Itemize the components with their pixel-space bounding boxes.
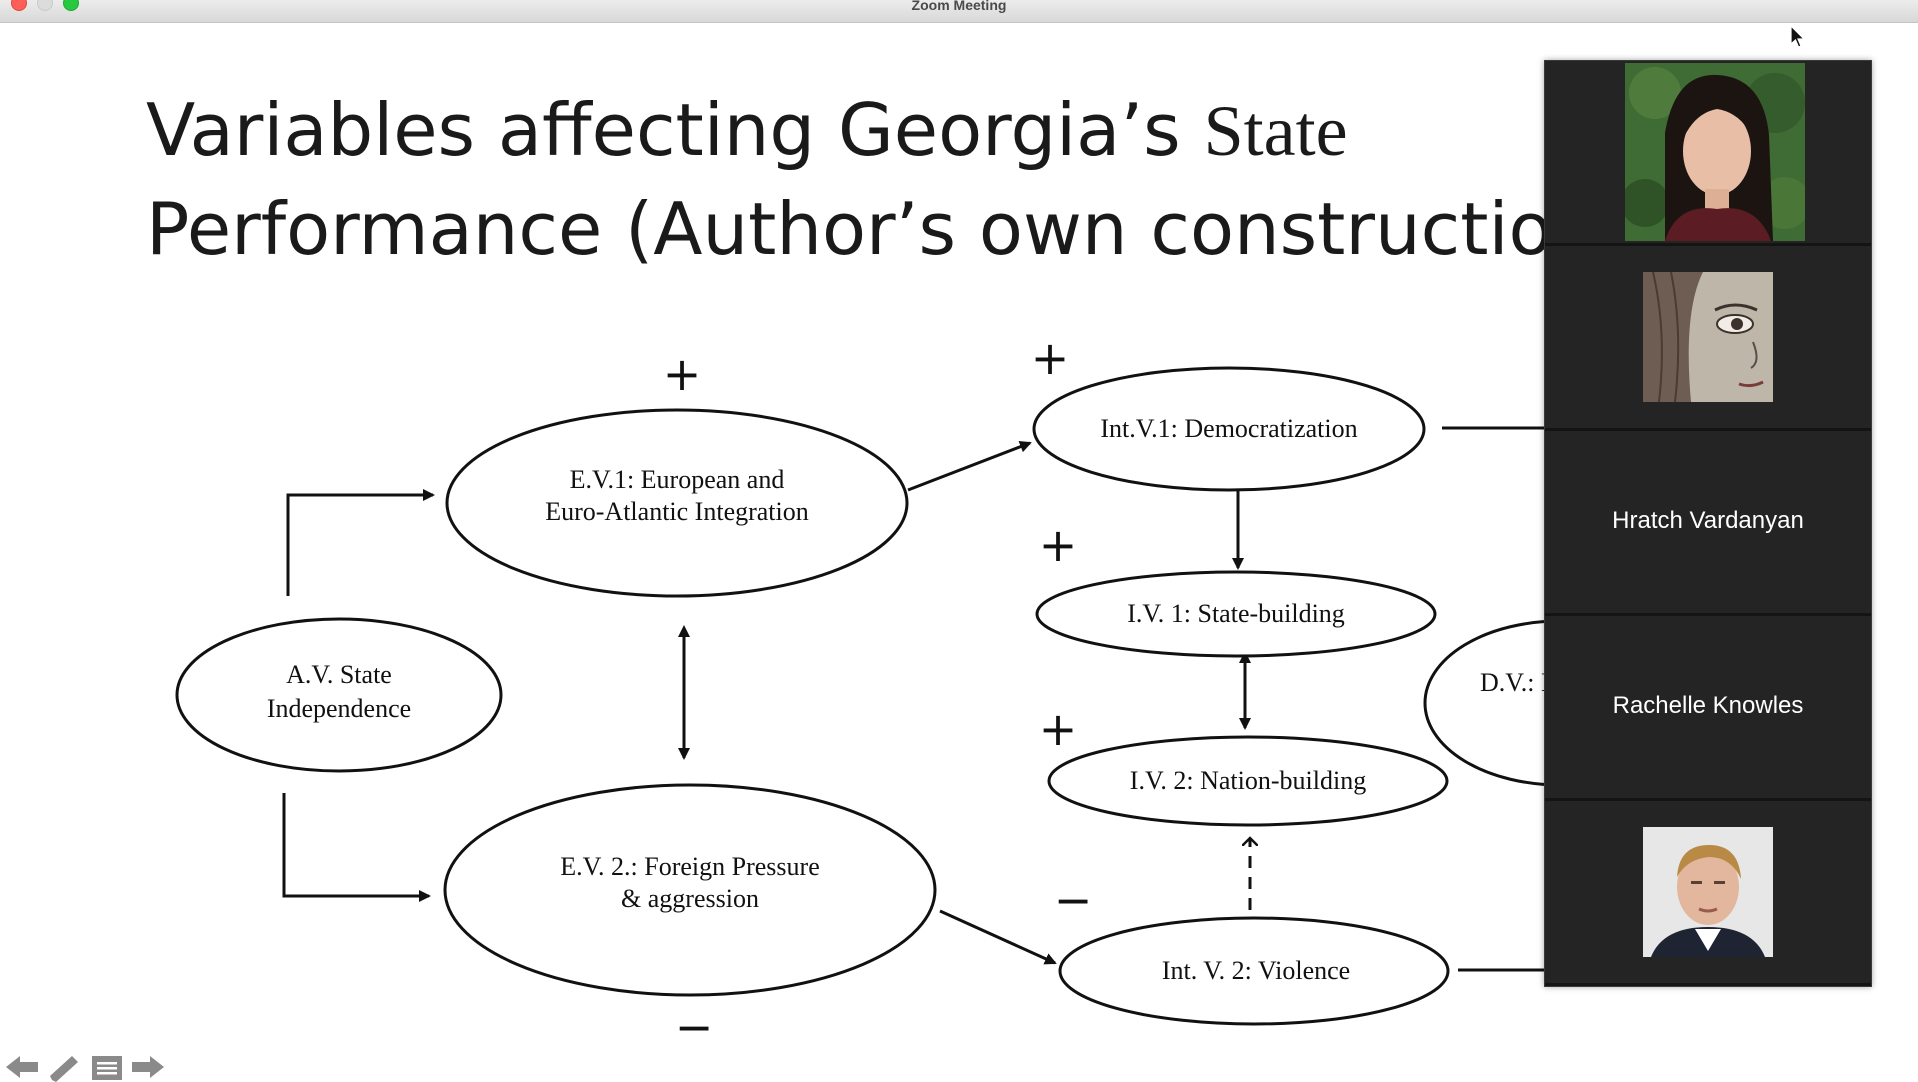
- node-ev2-foreign-pressure: [443, 783, 937, 997]
- sign-ev2: −: [675, 1000, 714, 1054]
- participant-tile-2[interactable]: [1545, 246, 1871, 431]
- node-av-state-independence: [175, 617, 503, 773]
- sign-iv2: +: [1039, 702, 1078, 756]
- participant-tile-4[interactable]: Rachelle Knowles: [1545, 616, 1871, 801]
- next-slide-icon[interactable]: [130, 1054, 166, 1082]
- label-av-line1: A.V. State: [286, 660, 392, 689]
- participant-name: Hratch Vardanyan: [1612, 507, 1804, 534]
- label-iv2: I.V. 2: Nation-building: [1130, 766, 1366, 795]
- participant-tile-3[interactable]: Hratch Vardanyan: [1545, 431, 1871, 616]
- close-window-button[interactable]: [11, 0, 27, 11]
- label-intv2: Int. V. 2: Violence: [1162, 956, 1350, 985]
- minimize-window-button[interactable]: [37, 0, 53, 11]
- pen-icon[interactable]: [46, 1054, 82, 1082]
- slide-title-line1: Variables affecting Georgia’s State: [146, 81, 1546, 180]
- slide-title-text-b: State: [1203, 91, 1348, 171]
- slide-title-text-a: Variables affecting Georgia’s: [146, 88, 1204, 172]
- label-av-line2: Independence: [267, 694, 411, 723]
- participant-photo-sketch: [1643, 272, 1773, 402]
- label-intv1: Int.V.1: Democratization: [1100, 414, 1357, 443]
- node-intv2-violence: [1058, 916, 1450, 1026]
- node-iv1-state-building: [1035, 570, 1437, 658]
- sign-ev1: +: [663, 347, 702, 401]
- sign-intv2: −: [1054, 873, 1093, 927]
- sign-iv1: +: [1039, 518, 1078, 572]
- label-dv: D.V.: I: [1480, 668, 1550, 697]
- slide-menu-icon[interactable]: [90, 1054, 124, 1082]
- mouse-cursor: [1790, 25, 1806, 48]
- window-titlebar: Zoom Meeting: [0, 0, 1918, 23]
- node-iv2-nation-building: [1047, 735, 1449, 827]
- participant-photo-woman: [1625, 63, 1805, 241]
- connector-ev1-to-intv1: [907, 440, 1032, 492]
- fullscreen-window-button[interactable]: [63, 0, 79, 11]
- label-ev1-line1: E.V.1: European and: [570, 465, 785, 494]
- window-title: Zoom Meeting: [911, 0, 1007, 13]
- previous-slide-icon[interactable]: [4, 1054, 40, 1082]
- connector-av-to-ev1: [286, 489, 435, 596]
- label-ev2-line2: & aggression: [621, 884, 759, 913]
- participants-panel: Hratch Vardanyan Rachelle Knowles: [1544, 60, 1872, 987]
- node-intv1-democratization: [1032, 366, 1426, 492]
- participant-tile-1[interactable]: [1545, 61, 1871, 246]
- sign-intv1: +: [1031, 331, 1070, 385]
- node-ev1-european-integration: [445, 408, 909, 598]
- connector-ev2-to-intv2: [939, 909, 1057, 965]
- connector-av-to-ev2: [282, 793, 431, 902]
- slide-title-line2: Performance (Author’s own constructio: [146, 187, 1553, 271]
- label-ev2-line1: E.V. 2.: Foreign Pressure: [560, 852, 820, 881]
- label-iv1: I.V. 1: State-building: [1127, 599, 1345, 628]
- label-ev1-line2: Euro-Atlantic Integration: [545, 497, 809, 526]
- participant-tile-5[interactable]: [1545, 801, 1871, 986]
- participant-name: Rachelle Knowles: [1612, 692, 1804, 719]
- participant-photo-man: [1643, 827, 1773, 957]
- variables-diagram: A.V. State Independence E.V.1: European …: [175, 331, 1697, 1054]
- slide-title: Variables affecting Georgia’s State Perf…: [146, 81, 1553, 278]
